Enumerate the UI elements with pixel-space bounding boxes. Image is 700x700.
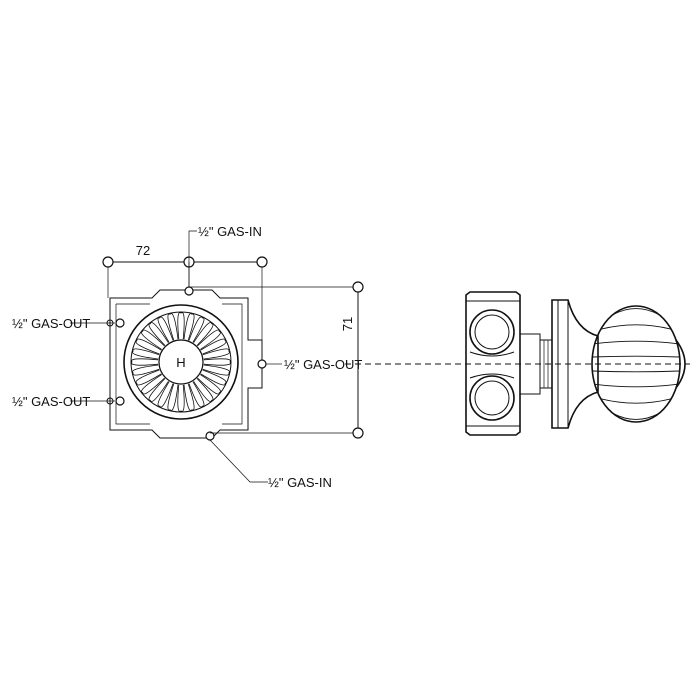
knob-flute [594, 383, 678, 388]
rosette-petal [183, 313, 195, 341]
rosette-petal [202, 348, 230, 360]
rosette-petal [202, 364, 230, 376]
rosette-petal [148, 322, 169, 346]
rosette-petal [193, 322, 214, 346]
knob-flute [594, 340, 678, 345]
rosette-petal [141, 329, 165, 350]
side-body [465, 291, 521, 436]
port-gas-out-right [257, 359, 267, 369]
rosette-petal [203, 358, 231, 366]
valve-body-outline [109, 289, 263, 439]
knob-flute [612, 412, 660, 420]
side-port-lower [469, 375, 515, 421]
port-gas-in-top [184, 286, 194, 296]
rosette-petal [135, 338, 162, 355]
rosette-petal [177, 384, 185, 412]
port-gas-out-left-top [115, 318, 125, 328]
handle-letter: H [176, 355, 185, 370]
label-gas-in-bottom: ½" GAS-IN [268, 475, 332, 490]
knob-flutes [592, 308, 680, 420]
rosette-petal [167, 313, 179, 341]
label-gas-out-left-bottom: ½" GAS-OUT [12, 394, 90, 409]
dimension-width: 72 [102, 243, 268, 340]
side-view [465, 291, 686, 436]
rosette-petal [177, 312, 185, 340]
knob-flute [600, 398, 672, 404]
knob-cap [675, 339, 686, 389]
label-gas-out-left-top: ½" GAS-OUT [12, 316, 90, 331]
rosette-petal [183, 383, 195, 411]
valve-body-inner [115, 303, 243, 425]
rosette-petal [157, 316, 174, 343]
dimension-height-label: 71 [340, 317, 355, 331]
dimension-width-label: 72 [136, 243, 150, 258]
rosette-petal [135, 369, 162, 386]
side-knob [591, 305, 681, 423]
rosette-petal [131, 358, 159, 366]
label-gas-in-top: ½" GAS-IN [198, 224, 262, 239]
rosette-petal [157, 381, 174, 408]
rosette-petal [167, 383, 179, 411]
rosette-petal [197, 374, 221, 395]
side-port-upper [469, 309, 515, 355]
rosette-petal [188, 381, 205, 408]
front-view: H 72 71 ½" GAS-I [12, 224, 364, 490]
rosette-petals [131, 312, 231, 412]
rosette-petal [132, 348, 160, 360]
leader-gas-in-bottom [209, 439, 268, 483]
knob-flute [592, 370, 680, 373]
rosette-ring [130, 311, 232, 413]
rosette-petal [200, 369, 227, 386]
knob-flute [600, 324, 672, 330]
rosette-petal [188, 316, 205, 343]
rosette-petal [193, 378, 214, 402]
label-gas-out-right: ½" GAS-OUT [284, 357, 362, 372]
dimension-height: 71 [189, 281, 364, 439]
rosette-petal [132, 364, 160, 376]
rosette-petal [200, 338, 227, 355]
rosette-center [158, 339, 204, 385]
leader-gas-in-top [188, 230, 197, 287]
rosette-petal [141, 374, 165, 395]
knob-flute [612, 308, 660, 316]
rosette-petal [148, 378, 169, 402]
port-gas-out-left-bottom [115, 396, 125, 406]
knob-flute [592, 355, 680, 358]
rosette-petal [197, 329, 221, 350]
